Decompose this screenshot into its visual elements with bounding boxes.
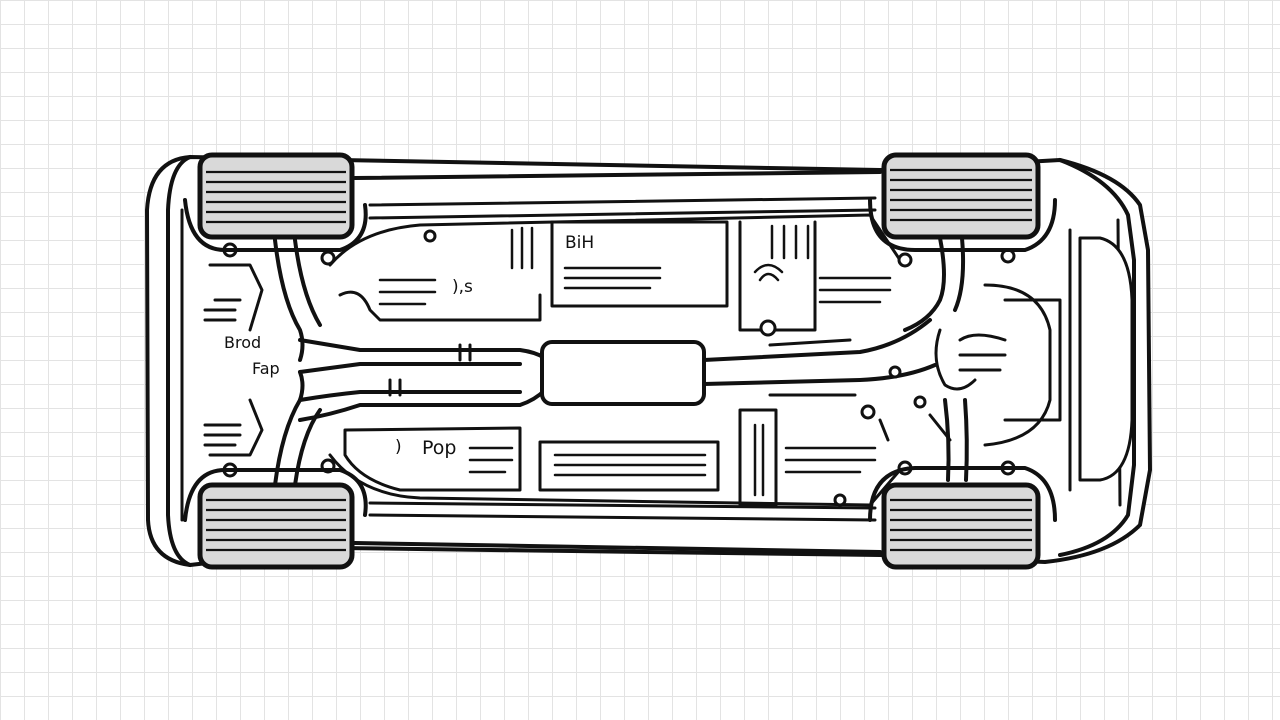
floor-panels — [328, 213, 902, 507]
tire-rear-right — [183, 468, 368, 570]
tire-front-left — [868, 152, 1057, 252]
label-fap: Fap — [252, 359, 280, 378]
tire-front-right — [868, 466, 1057, 570]
panel-lower-center — [538, 440, 720, 492]
tire-rear-left — [183, 152, 368, 252]
label-mark-center: ),s — [452, 277, 473, 297]
label-pop: Pop — [422, 437, 456, 459]
panel-upper-center — [550, 220, 729, 308]
label-bih: BiH — [565, 233, 594, 253]
muffler — [540, 340, 706, 406]
side-rails — [353, 170, 882, 554]
rear-bumper — [166, 155, 192, 567]
front-suspension — [423, 229, 1062, 507]
exhaust-system — [298, 318, 937, 422]
label-mark-lower: ) — [395, 437, 402, 457]
front-bumper — [1058, 158, 1136, 557]
label-brod: Brod — [224, 333, 261, 352]
